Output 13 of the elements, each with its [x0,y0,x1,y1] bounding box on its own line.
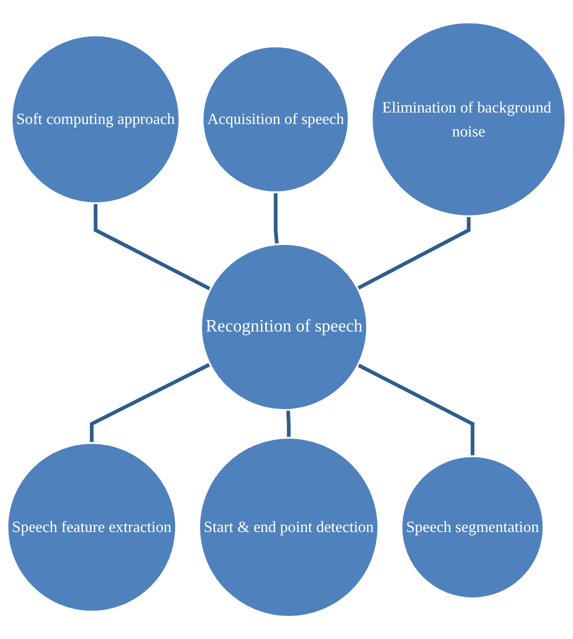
node-circle: Acquisition of speech [202,45,350,194]
node-circle: Soft computing approach [10,34,180,204]
connector [94,203,212,290]
node-circle: Recognition of speech [200,242,368,411]
connector [90,362,211,443]
node-circle: Speech segmentation [400,455,545,600]
connector [274,192,279,244]
connector [356,216,471,290]
node-circle: Elimination of background noise [370,21,567,217]
connector [357,363,474,456]
node-circle: Start & end point detection [198,436,380,618]
connector [286,410,291,438]
node-circle: Speech feature extraction [6,442,177,612]
